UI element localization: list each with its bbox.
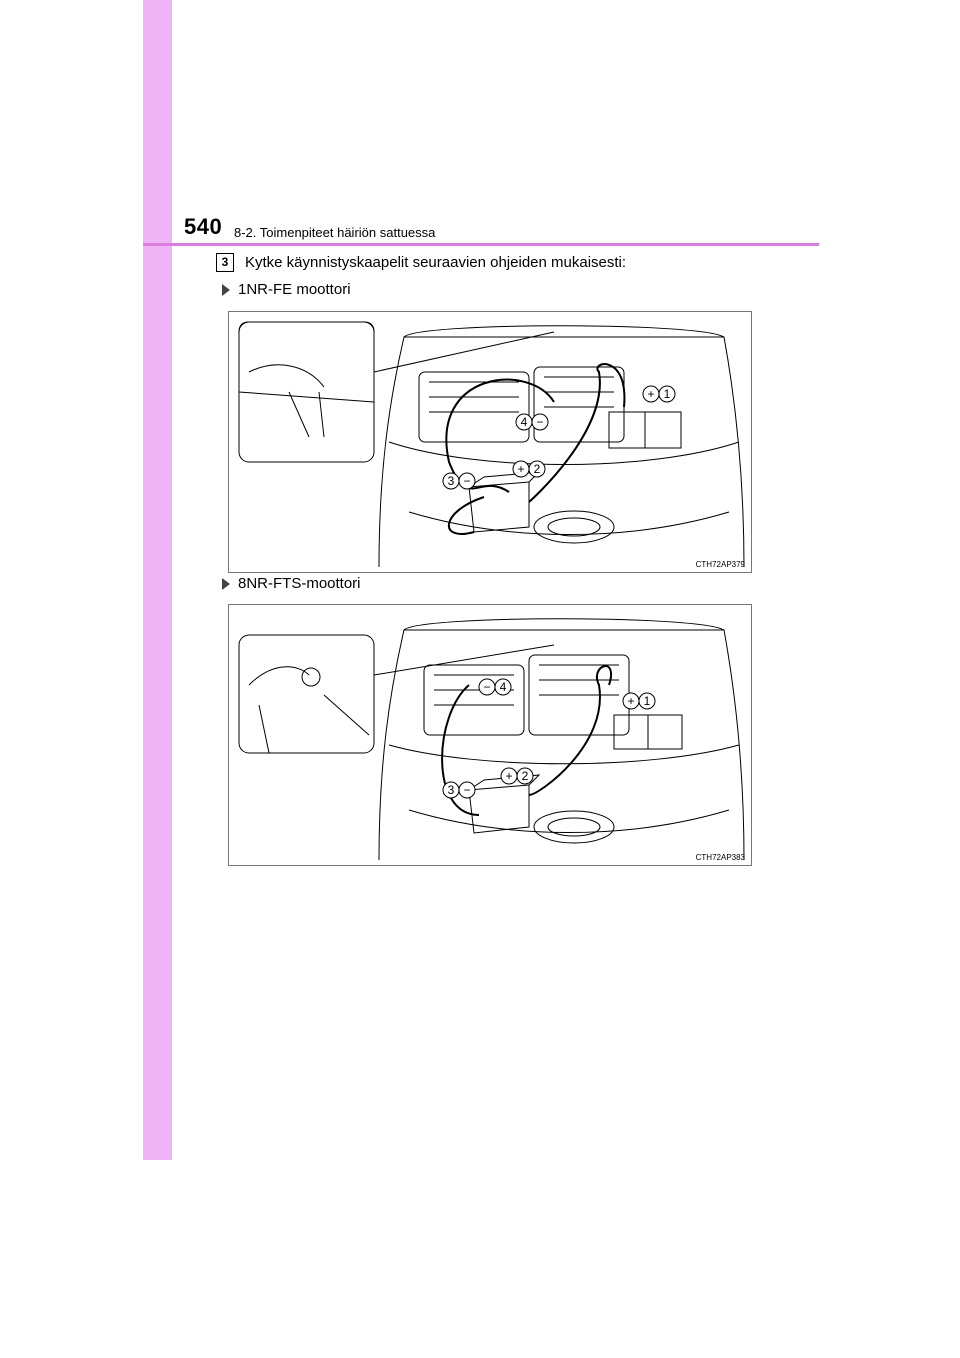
step-number-box: 3	[216, 253, 234, 272]
figure-code: CTH72AP383	[696, 853, 745, 862]
engine-bay-illustration: + 1 + 2 3 − 4 −	[229, 312, 751, 572]
figure-8nr-jump-start: + 1 + 2 3 − − 4 CTH72AP383	[228, 604, 752, 866]
callout-4: 4	[521, 415, 528, 429]
callout-3: 3	[448, 474, 455, 488]
figure-code: CTH72AP379	[696, 560, 745, 569]
header-rule	[143, 243, 819, 246]
section-title: 8-2. Toimenpiteet häiriön sattuessa	[234, 225, 435, 240]
engine-label-8nr: 8NR-FTS-moottori	[222, 575, 361, 592]
engine-bay-illustration: + 1 + 2 3 − − 4	[229, 605, 751, 865]
svg-text:−: −	[463, 474, 470, 488]
svg-text:+: +	[627, 694, 634, 708]
triangle-bullet-icon	[222, 284, 230, 296]
engine-label-1nr: 1NR-FE moottori	[222, 281, 351, 298]
step-instruction: Kytke käynnistyskaapelit seuraavien ohje…	[245, 254, 626, 271]
svg-text:−: −	[483, 680, 490, 694]
page-number: 540	[184, 214, 222, 240]
callout-1: 1	[644, 694, 651, 708]
callout-2: 2	[522, 769, 529, 783]
step-3: 3 Kytke käynnistyskaapelit seuraavien oh…	[216, 253, 626, 272]
engine-name: 8NR-FTS-moottori	[238, 575, 361, 592]
callout-4: 4	[500, 680, 507, 694]
svg-text:+: +	[517, 462, 524, 476]
svg-text:−: −	[536, 415, 543, 429]
svg-text:+: +	[647, 387, 654, 401]
svg-text:−: −	[463, 783, 470, 797]
engine-name: 1NR-FE moottori	[238, 281, 351, 298]
callout-3: 3	[448, 783, 455, 797]
callout-1: 1	[664, 387, 671, 401]
callout-2: 2	[534, 462, 541, 476]
figure-1nr-jump-start: + 1 + 2 3 − 4 − CTH72AP379	[228, 311, 752, 573]
svg-text:+: +	[505, 769, 512, 783]
side-tab-band	[143, 0, 172, 1160]
triangle-bullet-icon	[222, 578, 230, 590]
